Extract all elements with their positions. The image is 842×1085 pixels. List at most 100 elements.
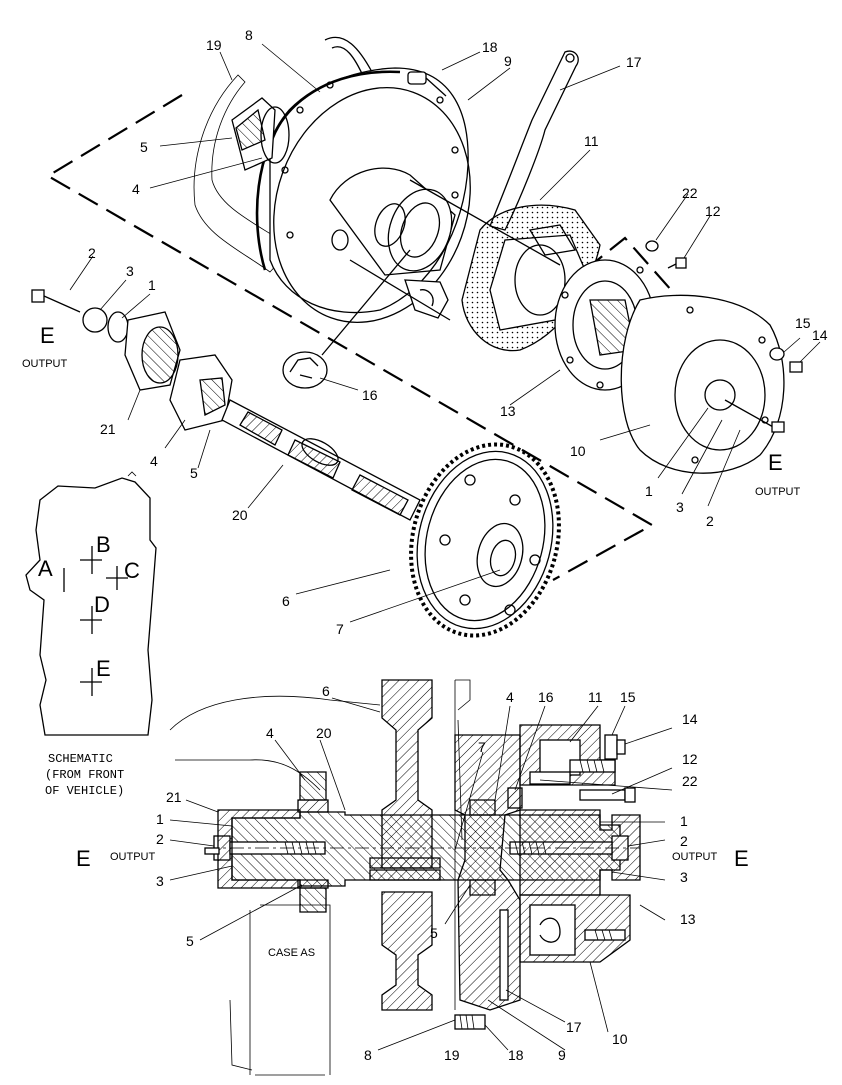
callout-4-mid: 4 [150, 453, 158, 469]
callout-20-section: 20 [316, 725, 332, 741]
gasket-19 [193, 74, 293, 273]
callout-14-section: 14 [682, 711, 698, 727]
shaft-20 [221, 399, 421, 521]
callout-2-section-left: 2 [156, 831, 164, 847]
callout-3-section-right: 3 [680, 869, 688, 885]
schematic-outline [25, 477, 157, 736]
callout-8-section: 8 [364, 1047, 372, 1063]
gear-6 [409, 442, 561, 638]
callout-17-top: 17 [626, 54, 642, 70]
callout-15-section: 15 [620, 689, 636, 705]
callout-21-section: 21 [166, 789, 182, 805]
bolt-21 [204, 847, 220, 855]
output-label-section-left: OUTPUT [110, 851, 156, 863]
screw-12 [667, 257, 687, 269]
exploded-view [31, 36, 803, 638]
screw-12-section [579, 787, 636, 803]
callout-5-section-right: 5 [430, 925, 438, 941]
callouts-exploded: 19 8 18 9 17 11 22 12 5 4 2 3 1 E OUTPUT… [22, 27, 828, 637]
bearing-lower [169, 354, 233, 431]
callout-3-section-left: 3 [156, 873, 164, 889]
washer-22 [645, 240, 659, 252]
callout-5-mid: 5 [190, 465, 198, 481]
callout-7-section: 7 [478, 739, 486, 755]
callout-1-left: 1 [148, 277, 156, 293]
callout-5-section-left: 5 [186, 933, 194, 949]
output-label-section-right: OUTPUT [672, 851, 718, 863]
schematic-caption-1: SCHEMATIC [48, 752, 113, 766]
plug-14-section [616, 739, 626, 755]
callout-20-mid: 20 [232, 507, 248, 523]
callout-21-left: 21 [100, 421, 116, 437]
dashed-assembly-line-top [584, 236, 681, 301]
callout-4-top: 4 [132, 181, 140, 197]
bolt-2-right [724, 399, 785, 433]
callouts-section: 6 4 20 21 1 2 E OUTPUT 3 5 7 4 16 11 15 … [76, 683, 749, 1063]
view-letter-e-section-right: E [734, 846, 749, 871]
callout-10-section: 10 [612, 1031, 628, 1047]
bolt-2-left [31, 289, 81, 313]
case-outline [169, 695, 381, 1076]
plug-15-section [604, 734, 618, 760]
section-view [169, 679, 641, 1076]
callout-4-section-right: 4 [506, 689, 514, 705]
callout-4-section-left: 4 [266, 725, 274, 741]
axis-line-2 [409, 179, 561, 266]
callout-2-left: 2 [88, 245, 96, 261]
callout-7-mid: 7 [336, 621, 344, 637]
cover-13-section [519, 809, 641, 896]
housing-10-section [519, 894, 631, 963]
callout-1-right: 1 [645, 483, 653, 499]
schematic-caption-3: OF VEHICLE) [45, 784, 124, 798]
bearing-5-left-section [297, 879, 329, 913]
callout-2-section-right: 2 [680, 833, 688, 849]
schematic: A B C D E SCHEMATIC (FROM FRONT OF VEHIC… [25, 471, 157, 798]
callout-16-mid: 16 [362, 387, 378, 403]
callout-6-section: 6 [322, 683, 330, 699]
view-letter-e-right: E [768, 450, 783, 475]
view-letter-e-left: E [40, 323, 55, 348]
seal-ring-8 [255, 70, 401, 271]
callout-11-section: 11 [588, 689, 603, 705]
housing-10 [620, 294, 785, 474]
bearing-5-right-section [469, 879, 496, 896]
ring-16 [282, 351, 328, 389]
callout-14-right: 14 [812, 327, 828, 343]
callout-13-mid: 13 [500, 403, 516, 419]
callout-9-section: 9 [558, 1047, 566, 1063]
schematic-letter-a: A [38, 556, 53, 581]
output-label-left: OUTPUT [22, 358, 68, 370]
callout-12-section: 12 [682, 751, 698, 767]
axis-line [349, 259, 451, 321]
schematic-cross-d [80, 606, 102, 634]
callout-3-right: 3 [676, 499, 684, 515]
schematic-letter-e: E [96, 656, 111, 681]
housing-9 [269, 67, 471, 324]
yoke-21-section [217, 809, 301, 889]
callout-22-top: 22 [682, 185, 698, 201]
plug-14 [789, 361, 803, 373]
bolt-18-section [454, 1014, 486, 1030]
callout-1-section-left: 1 [156, 811, 164, 827]
schematic-cross-c [106, 566, 128, 590]
plug-15 [769, 347, 785, 361]
bearing-top [231, 97, 290, 171]
bearing-4-right-section [469, 799, 496, 816]
callout-18-section: 18 [508, 1047, 524, 1063]
callout-19-section: 19 [444, 1047, 460, 1063]
callout-22-section: 22 [682, 773, 698, 789]
leader-lines [69, 43, 821, 1051]
callout-5-top: 5 [140, 139, 148, 155]
callout-10-mid: 10 [570, 443, 586, 459]
callout-8-top: 8 [245, 27, 253, 43]
bolt-18 [407, 71, 447, 97]
schematic-letter-b: B [96, 532, 111, 557]
schematic-cross-b [80, 546, 102, 574]
schematic-cross-e [80, 668, 102, 696]
schematic-letter-d: D [94, 592, 110, 617]
case-label: CASE AS [268, 947, 315, 959]
output-label-right: OUTPUT [755, 486, 801, 498]
callout-11-top: 11 [584, 133, 599, 149]
callout-1-section-right: 1 [680, 813, 688, 829]
